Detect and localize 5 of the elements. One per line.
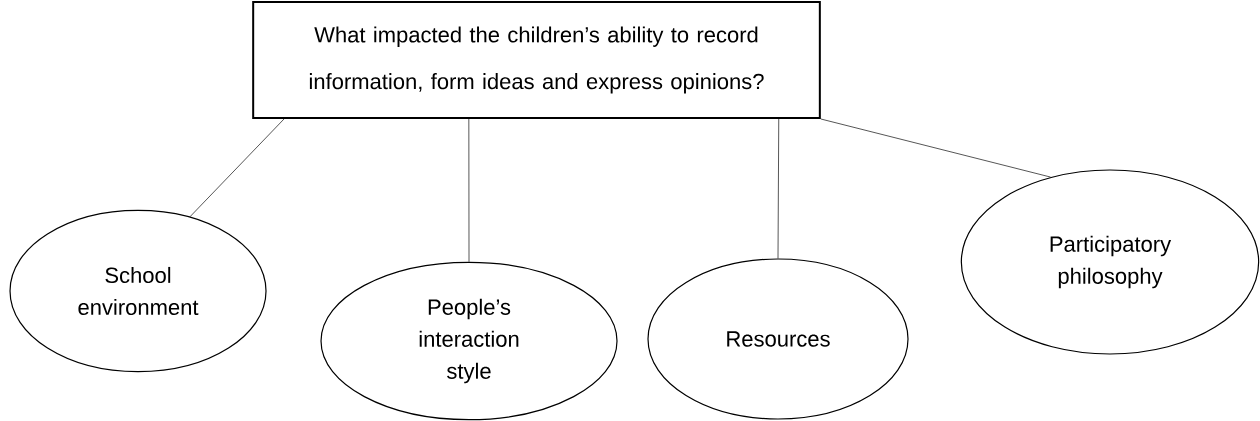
- connector-line: [820, 118, 1051, 178]
- connector-line: [468, 118, 470, 263]
- question-box: What impacted the children’s ability to record information, form ideas and express opinions?: [252, 1, 821, 119]
- connector-line: [189, 118, 285, 217]
- connector-line: [777, 118, 780, 259]
